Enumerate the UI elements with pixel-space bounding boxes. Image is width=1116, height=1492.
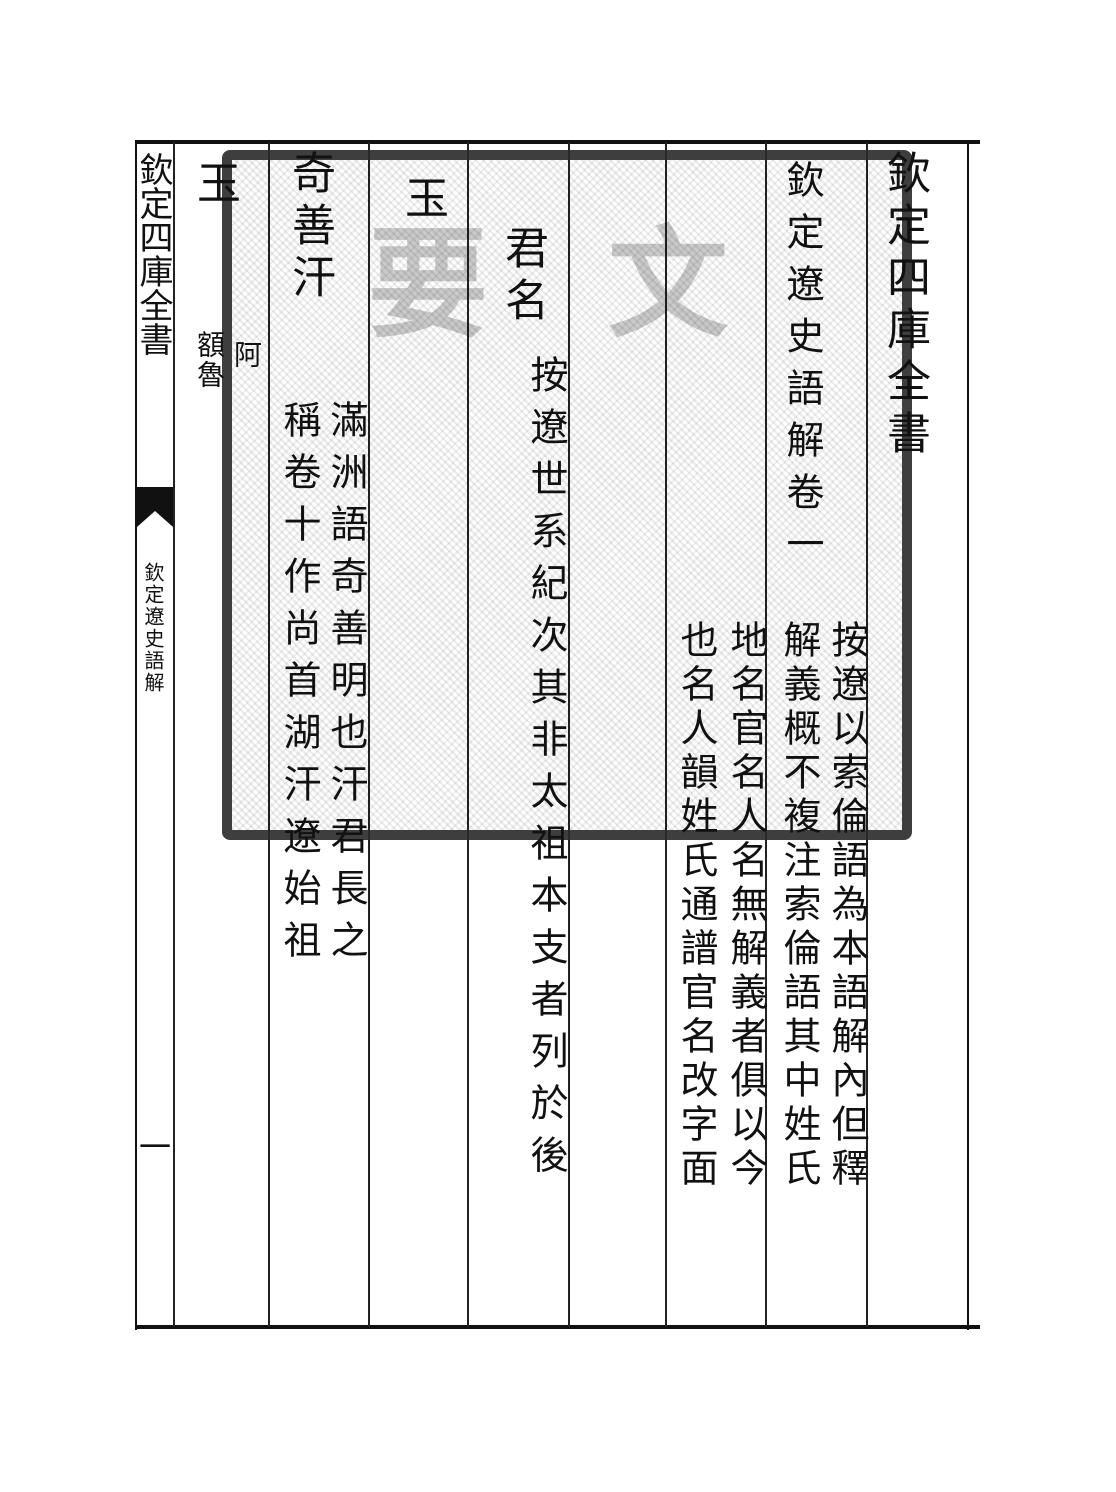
frame-left-rule xyxy=(135,140,137,1330)
column-divider xyxy=(866,142,868,1327)
text-column: 額魯 xyxy=(193,330,226,390)
text-column: 按遼世系紀次其非太祖本支者列於後 xyxy=(524,355,568,1187)
fold-title: 欽定四庫全書 xyxy=(133,152,173,356)
column-divider xyxy=(173,142,175,1327)
column-divider xyxy=(368,142,370,1327)
text-column: 玉 xyxy=(189,160,240,212)
page-number: 一 xyxy=(138,1128,171,1166)
text-column-entry: 奇善汗 xyxy=(284,150,335,306)
column-divider xyxy=(268,142,270,1327)
seal-stamp: 文 要 xyxy=(222,150,912,840)
fold-column: 欽定四庫全書 欽定遼史語解 一 xyxy=(133,142,173,1327)
frame-bottom-rule xyxy=(135,1325,980,1329)
text-column: 玉 xyxy=(397,175,448,227)
fish-tail-mark xyxy=(137,487,173,527)
text-column: 地名官名人名無解義者俱以今 xyxy=(724,620,768,1192)
column-divider xyxy=(665,142,667,1327)
text-column: 阿 xyxy=(230,340,263,370)
text-column-title: 欽定四庫全書 xyxy=(879,150,930,462)
seal-glyph: 要 xyxy=(347,220,488,340)
text-column: 稱卷十作尚首湖汗遼始祖 xyxy=(277,400,321,972)
text-column-volume: 欽定遼史語解卷一 xyxy=(780,160,824,576)
fold-subtitle: 欽定遼史語解 xyxy=(141,562,165,694)
frame-top-rule xyxy=(135,140,980,144)
text-column: 滿洲語奇善明也汗君長之 xyxy=(324,400,368,972)
column-divider xyxy=(467,142,469,1327)
frame-right-rule xyxy=(967,140,969,1330)
text-column-heading: 君名 xyxy=(497,225,548,329)
column-divider xyxy=(568,142,570,1327)
text-column: 也名人韻姓氏通譜官名改字面 xyxy=(674,620,718,1192)
text-column: 解義概不複注索倫語其中姓氏 xyxy=(777,620,821,1192)
seal-glyph: 文 xyxy=(587,220,728,340)
column-divider xyxy=(765,142,767,1327)
text-column: 按遼以索倫語為本語解內但釋 xyxy=(825,620,869,1192)
